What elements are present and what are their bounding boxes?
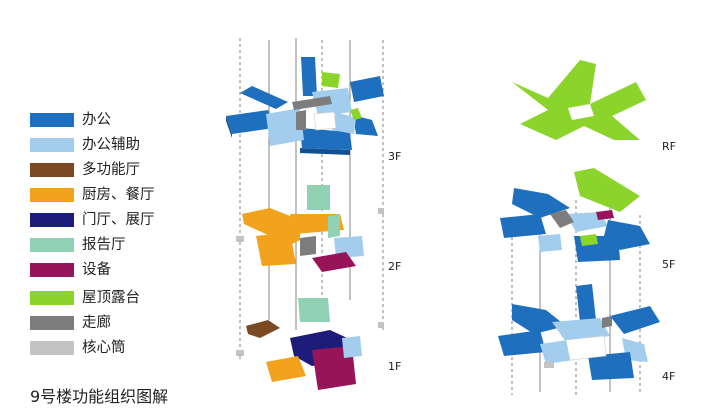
floor-label-5f: 5F: [662, 258, 675, 271]
diagram-caption: 9号楼功能组织图解: [30, 387, 169, 406]
legend-label: 多功能厅: [82, 162, 140, 178]
legend-item-office: 办公: [30, 110, 220, 135]
roof-terrace-block: [322, 72, 340, 88]
legend-item-roof-terrace: 屋顶露台: [30, 288, 220, 313]
floor-label-rf: RF: [662, 140, 676, 153]
left-tower: 3F 2F 1F: [226, 38, 401, 390]
legend-item-core: 核心筒: [30, 338, 220, 363]
legend-swatch: [30, 316, 74, 330]
floor-4f: 4F: [498, 284, 675, 383]
legend-label: 报告厅: [82, 237, 126, 253]
floor-3f: 3F: [226, 57, 401, 163]
office-aux-block: [334, 236, 364, 258]
legend-item-kitchen: 厨房、餐厅: [30, 185, 220, 210]
office-block: [300, 128, 352, 150]
floor-rf: RF: [512, 60, 676, 153]
office-aux-block: [312, 88, 352, 116]
legend-item-corridor: 走廊: [30, 313, 220, 338]
multi-function-hall-block: [246, 320, 280, 338]
legend-item-lobby: 门厅、展厅: [30, 210, 220, 235]
office-block: [240, 86, 288, 109]
corridor-block: [292, 96, 332, 110]
lecture-hall-block: [307, 185, 330, 210]
roof-terrace-block: [350, 108, 362, 120]
legend-label: 走廊: [82, 315, 111, 331]
floor-label-3f: 3F: [388, 150, 401, 163]
legend-swatch: [30, 113, 74, 127]
floor-2f: 2F: [236, 185, 401, 273]
legend-swatch: [30, 291, 74, 305]
legend-item-equipment: 设备: [30, 260, 220, 285]
corridor-block: [296, 110, 306, 130]
legend-swatch: [30, 163, 74, 177]
legend-swatch: [30, 138, 74, 152]
corridor-block: [602, 316, 612, 328]
office-block: [500, 214, 546, 238]
legend-label: 核心筒: [82, 340, 126, 356]
office-block: [350, 76, 384, 102]
office-aux-block: [332, 112, 356, 134]
core-block: [236, 236, 244, 242]
office-block: [226, 110, 274, 134]
core-block: [378, 322, 384, 328]
legend-label: 设备: [82, 262, 111, 278]
floor-5f: 5F: [500, 168, 675, 271]
core-block: [544, 362, 554, 368]
office-aux-block: [342, 336, 362, 358]
legend-swatch: [30, 188, 74, 202]
office-aux-block: [540, 340, 574, 364]
office-block: [512, 304, 566, 334]
kitchen-dining-block: [256, 232, 296, 266]
legend-item-multi-hall: 多功能厅: [30, 160, 220, 185]
legend-swatch: [30, 238, 74, 252]
office-aux-block: [552, 318, 610, 342]
floor-1f: 1F: [236, 298, 401, 390]
equipment-block: [312, 252, 356, 272]
office-block: [576, 284, 596, 322]
core-block: [378, 208, 384, 214]
floor-label-2f: 2F: [388, 260, 401, 273]
floor-label-4f: 4F: [662, 370, 675, 383]
lecture-hall-block: [328, 214, 340, 238]
legend-swatch: [30, 213, 74, 227]
roof-terrace-block: [512, 60, 646, 140]
legend-label: 办公辅助: [82, 137, 140, 153]
office-block: [512, 188, 570, 218]
legend-item-lecture: 报告厅: [30, 235, 220, 260]
floor-label-1f: 1F: [388, 360, 401, 373]
office-block: [353, 115, 378, 136]
corridor-block: [550, 210, 574, 228]
legend-label: 办公: [82, 112, 111, 128]
legend-swatch: [30, 263, 74, 277]
legend: 办公 办公辅助 多功能厅 厨房、餐厅 门厅、展厅 报告厅 设备 屋顶露台 走廊 …: [30, 110, 220, 363]
roof-terrace-block: [580, 234, 598, 246]
office-block: [301, 57, 317, 96]
kitchen-dining-block: [266, 356, 306, 382]
equipment-block: [596, 210, 614, 220]
legend-item-office-aux: 办公辅助: [30, 135, 220, 160]
legend-label: 屋顶露台: [82, 290, 140, 306]
office-aux-block: [538, 234, 562, 252]
office-block: [588, 352, 634, 380]
office-block: [498, 330, 546, 356]
office-aux-block: [266, 108, 304, 146]
corridor-block: [300, 236, 316, 256]
legend-label: 厨房、餐厅: [82, 187, 155, 203]
office-block: [610, 306, 660, 334]
roof-terrace-block: [574, 168, 640, 212]
legend-label: 门厅、展厅: [82, 212, 155, 228]
legend-swatch: [30, 341, 74, 355]
core-block: [236, 350, 244, 356]
right-tower: RF 5F 4F: [498, 60, 676, 395]
lecture-hall-block: [298, 298, 330, 322]
